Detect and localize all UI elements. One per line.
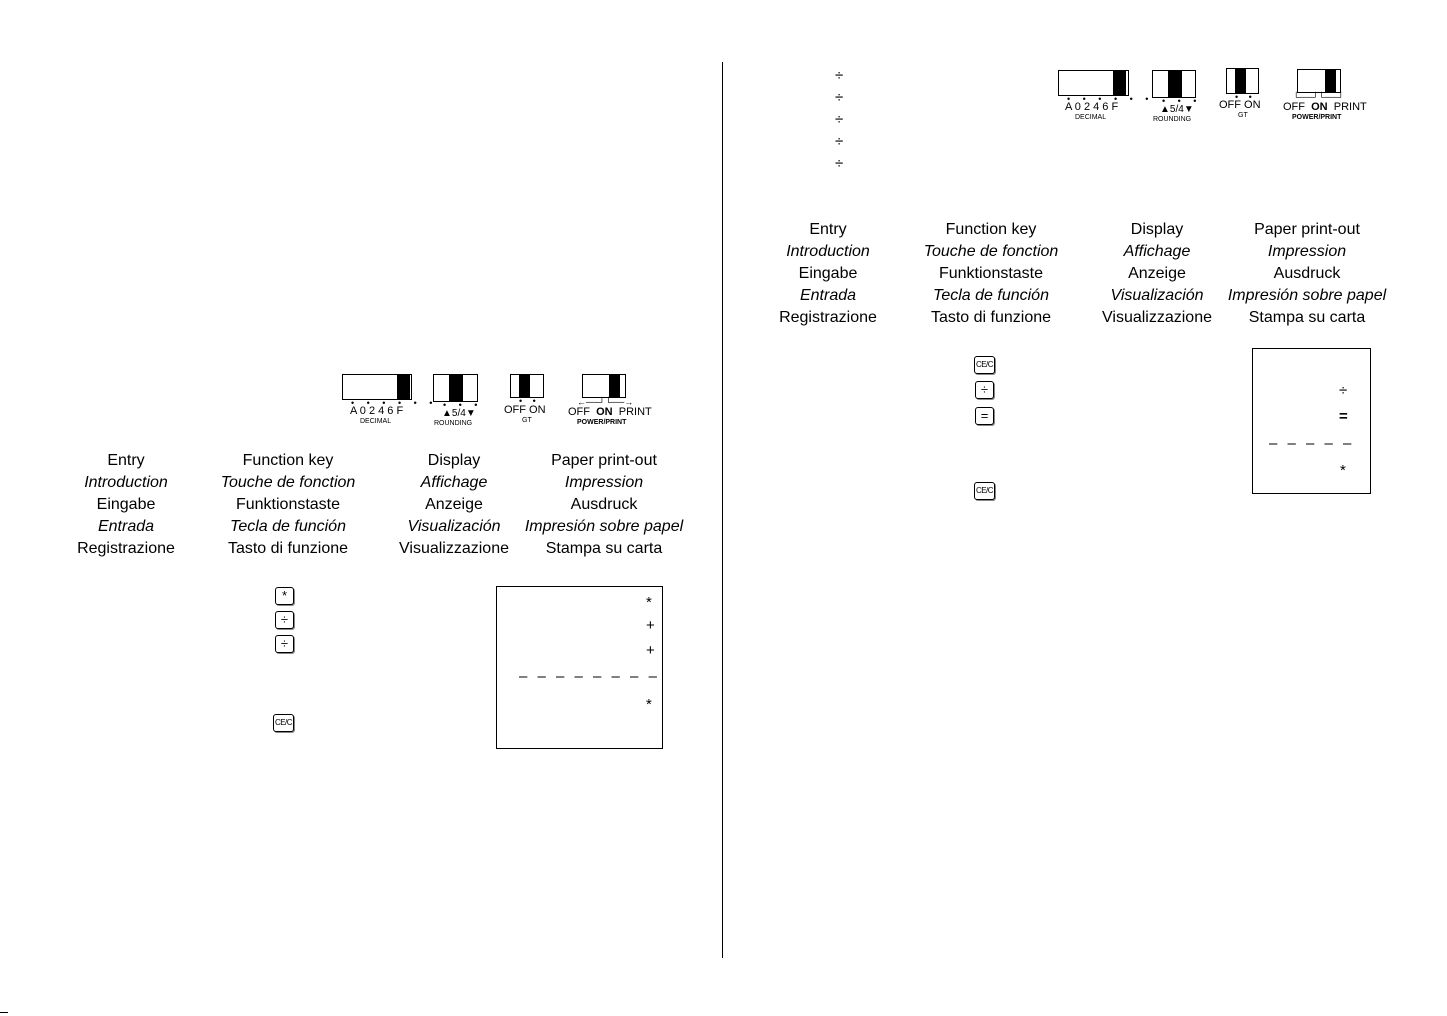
power-off-label: OFF [568,406,590,418]
divide-key[interactable]: ÷ [275,611,294,629]
power-print-label-caption: POWER/PRINT [577,419,627,426]
printout-separator: – – – – – [1269,435,1355,452]
entry-divide-symbol: ÷ [835,111,844,128]
printout-symbol: * [646,594,652,611]
multiply-key[interactable]: * [275,587,294,605]
decimal-positions: A 0 2 4 6 F [350,405,404,417]
rounding-value: 5/4 [1169,104,1184,115]
entry-divide-symbol: ÷ [835,67,844,84]
equals-key[interactable]: = [975,407,994,425]
printout-symbol: * [1340,462,1346,479]
printout-symbol: + [646,642,655,659]
decimal-label: DECIMAL [1075,114,1107,121]
gt-label: GT [1238,112,1248,119]
paper-printout: * + + – – – – – – – – * [496,586,663,749]
power-on-label: ON [1311,101,1328,113]
power-on-label: ON [596,406,613,418]
power-off-label: OFF [1283,101,1305,113]
power-print-label-caption: POWER/PRINT [1292,114,1342,121]
corner-mark [0,1012,8,1013]
entry-divide-symbol: ÷ [835,133,844,150]
rounding-label: ROUNDING [434,420,473,427]
gt-positions: OFF ON [1219,99,1261,111]
divide-key[interactable]: ÷ [975,381,994,399]
entry-divide-symbol: ÷ [835,89,844,106]
gt-positions: OFF ON [504,404,546,416]
entry-divide-symbol: ÷ [835,155,844,172]
printout-symbol: + [646,617,655,634]
printout-symbol: = [1339,408,1348,425]
clear-entry-key[interactable]: CE/C [974,482,995,500]
clear-entry-key[interactable]: CE/C [974,356,995,374]
paper-printout: ÷ = – – – – – * [1252,348,1371,494]
rounding-label: ROUNDING [1153,116,1192,123]
decimal-label: DECIMAL [360,418,392,425]
printout-symbol: ÷ [1339,382,1348,399]
rounding-value: 5/4 [451,408,466,419]
gt-label: GT [522,417,532,424]
clear-entry-key[interactable]: CE/C [273,714,294,732]
printout-separator: – – – – – – – – [519,668,660,685]
printout-symbol: * [646,696,652,713]
page-divider [722,62,723,958]
power-print-label: PRINT [618,406,652,418]
power-print-label: PRINT [1333,101,1367,113]
decimal-positions: A 0 2 4 6 F [1065,101,1119,113]
divide-key[interactable]: ÷ [275,635,294,653]
